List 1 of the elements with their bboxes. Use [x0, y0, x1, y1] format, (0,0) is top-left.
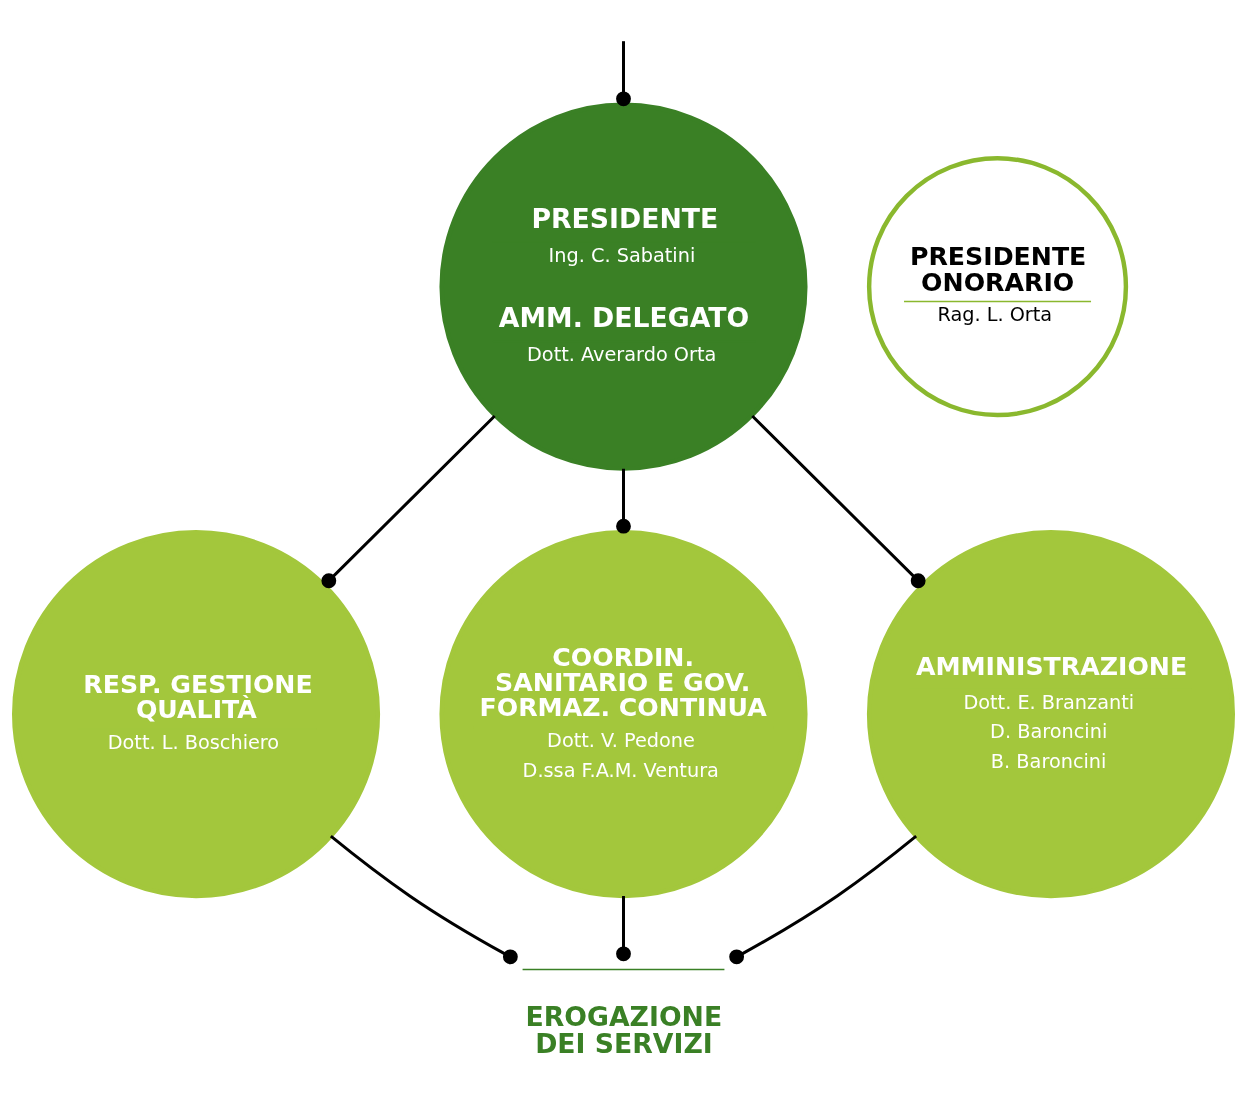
node-text: EROGAZIONE DEI SERVIZI	[525, 1000, 723, 1059]
